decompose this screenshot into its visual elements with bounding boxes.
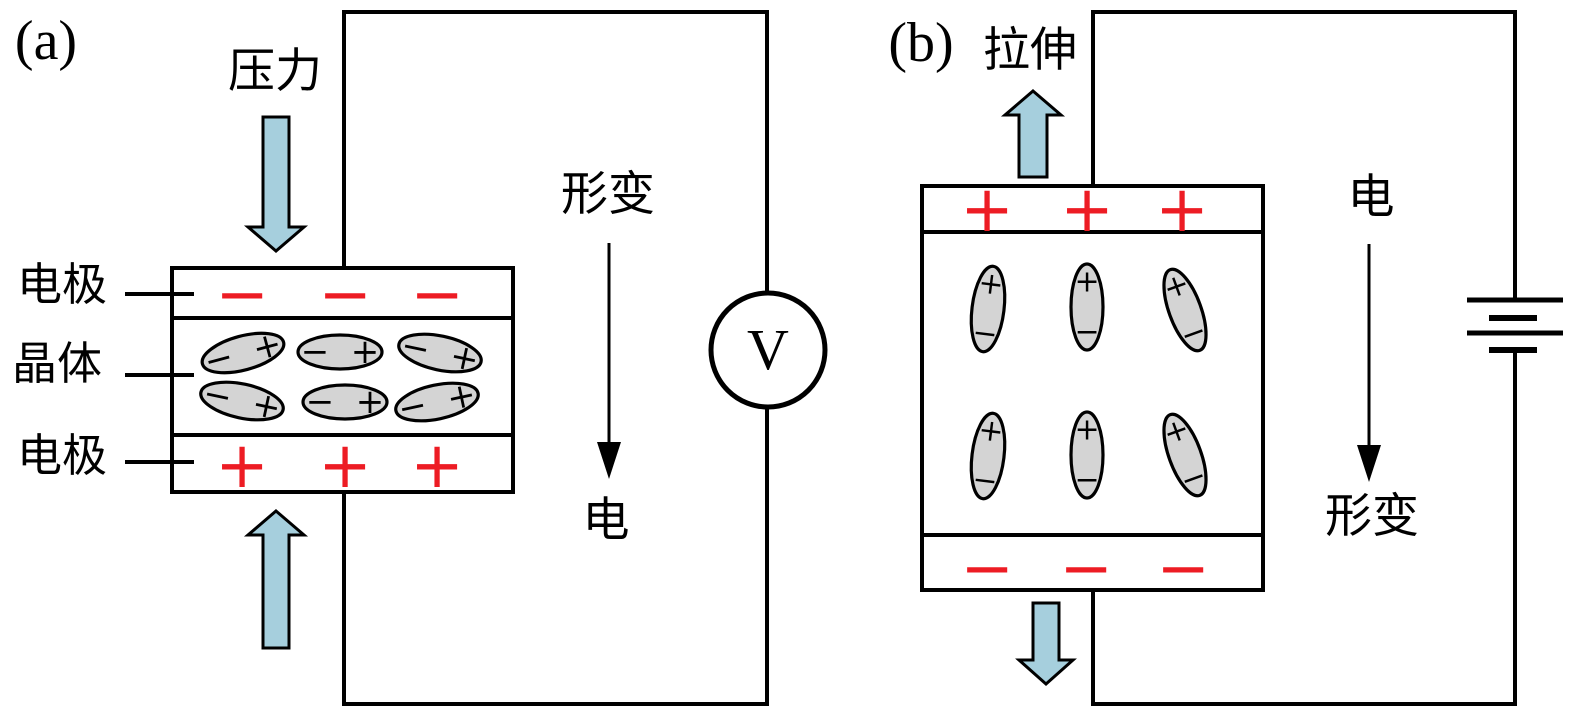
crystal-block-a (170, 266, 515, 494)
plus-sign: + (356, 382, 385, 422)
charge-minus: − (1059, 532, 1113, 606)
deformation-label-b: 形变 (1325, 491, 1419, 543)
panel-b-label: (b) (888, 12, 954, 74)
charge-minus: − (1156, 532, 1210, 606)
dipole-ellipse: + − (969, 264, 1007, 354)
flow-arrowhead-b (1357, 445, 1381, 482)
battery-icon (1467, 297, 1563, 353)
charge-plus: + (1060, 173, 1114, 247)
stretch-arrow-down (1015, 601, 1077, 687)
circuit-wire-b-top (1091, 10, 1517, 299)
dipole-ellipse: + − (1069, 410, 1105, 500)
flow-arrowhead-a (597, 442, 621, 479)
plus-sign: + (1074, 265, 1099, 300)
electricity-label-b: 电 (1347, 172, 1395, 224)
stretch-arrow-up (1000, 89, 1066, 179)
pressure-label: 压力 (228, 46, 322, 98)
dipole-ellipse: − + (296, 332, 384, 372)
dipole-ellipse: − + (199, 373, 285, 429)
minus-sign: − (970, 315, 999, 353)
charge-minus: − (215, 258, 269, 332)
voltmeter-label: V (747, 317, 789, 382)
dipole-ellipse: + − (1159, 411, 1212, 499)
electrode-top-label: 电极 (16, 260, 108, 310)
circuit-wire-a-bottom (342, 406, 769, 706)
dipole-ellipse: − + (200, 324, 286, 383)
minus-sign: − (1074, 463, 1099, 498)
plus-sign: + (351, 332, 380, 372)
minus-sign: − (970, 462, 999, 500)
plus-sign: + (1074, 413, 1099, 448)
dipole-ellipse: + − (969, 411, 1007, 501)
charge-plus: + (215, 429, 269, 503)
stretch-label: 拉伸 (983, 25, 1077, 77)
charge-plus: + (1155, 173, 1209, 247)
charge-plus: + (318, 429, 372, 503)
dipole-ellipse: − + (301, 382, 389, 422)
charge-plus: + (960, 173, 1014, 247)
dipole-ellipse: + − (1069, 262, 1105, 352)
plus-sign: + (976, 265, 1005, 303)
circuit-wire-b-bottom (1091, 351, 1517, 706)
pressure-arrow-down (243, 115, 309, 253)
charge-minus: − (410, 258, 464, 332)
panel-a-label: (a) (14, 10, 78, 72)
dipole-ellipse: − + (394, 374, 480, 430)
voltmeter-circle (708, 290, 828, 410)
minus-sign: − (306, 382, 335, 422)
electrode-bottom-label: 电极 (16, 431, 108, 481)
charge-plus: + (410, 429, 464, 503)
minus-sign: − (1074, 315, 1099, 350)
charge-minus: − (960, 532, 1014, 606)
pressure-arrow-up (243, 509, 309, 650)
minus-sign: − (301, 332, 330, 372)
electricity-label-a: 电 (582, 495, 630, 547)
charge-minus: − (318, 258, 372, 332)
plus-sign: + (976, 412, 1005, 450)
dipole-ellipse: + − (1159, 266, 1212, 354)
crystal-block-b (920, 184, 1265, 592)
circuit-wire-a-top (342, 10, 769, 294)
deformation-label-a: 形变 (561, 169, 655, 221)
crystal-label: 晶体 (11, 339, 103, 389)
